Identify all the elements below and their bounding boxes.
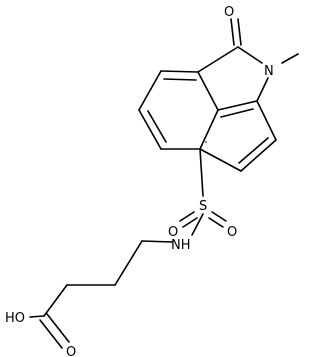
bond-c1-carbonyl-double xyxy=(237,18,242,46)
bond-c9-c8 xyxy=(138,70,162,111)
bond-s-nh xyxy=(191,213,204,236)
bond-c1-oh xyxy=(29,315,45,318)
label-hydroxyl: HO xyxy=(5,311,25,326)
bond-n-c7a xyxy=(256,77,269,102)
structure-diagram: O N S O O NH HO O xyxy=(5,5,299,357)
bond-c1-o-double-second xyxy=(46,313,70,343)
bond-c9a-c9 xyxy=(160,70,199,73)
bond-c7a-c5 xyxy=(256,100,277,141)
bond-c2-c1-chain xyxy=(43,284,68,317)
label-sulfonyl-oxygen-left: O xyxy=(168,225,178,240)
bond-layer xyxy=(29,18,299,349)
bond-c9b-c7a-inner xyxy=(220,108,254,118)
bond-s-o-right xyxy=(211,211,227,222)
label-amine: NH xyxy=(171,238,191,253)
bond-c8-c7 xyxy=(138,109,162,150)
bond-c4-c3 xyxy=(199,148,242,172)
bond-c1-c9a xyxy=(197,46,239,73)
bond-c4-c3-chain xyxy=(114,240,143,286)
bond-c1-carbonyl xyxy=(230,18,235,46)
bond-c1-o-double xyxy=(39,319,63,349)
bond-s-o-left-double xyxy=(182,217,198,228)
label-sulfonyl-oxygen-right: O xyxy=(227,225,237,240)
bond-nh-c4 xyxy=(141,240,173,243)
bond-c5-c4 xyxy=(240,139,277,172)
bond-c1-n xyxy=(237,46,263,64)
label-ring-nitrogen: N xyxy=(264,64,274,79)
bond-n-methyl xyxy=(281,53,299,64)
atom-label-layer: O N S O O NH HO O xyxy=(5,5,274,357)
label-sulfur: S xyxy=(199,199,207,214)
bond-s-o-left xyxy=(179,211,195,222)
bond-c9b-c9a xyxy=(197,71,219,111)
bond-c9a-c9-inner xyxy=(163,78,197,81)
bond-c8-c7-inner xyxy=(147,110,167,143)
bond-c3-s xyxy=(199,148,204,197)
bond-c9b-c7a xyxy=(217,100,258,111)
label-ketone-oxygen: O xyxy=(224,5,234,20)
bond-s-o-right-double xyxy=(208,217,224,228)
bond-c5-c4-inner xyxy=(238,137,269,164)
bond-c6a-c9b xyxy=(199,109,219,150)
label-carbonyl-oxygen: O xyxy=(66,345,76,357)
